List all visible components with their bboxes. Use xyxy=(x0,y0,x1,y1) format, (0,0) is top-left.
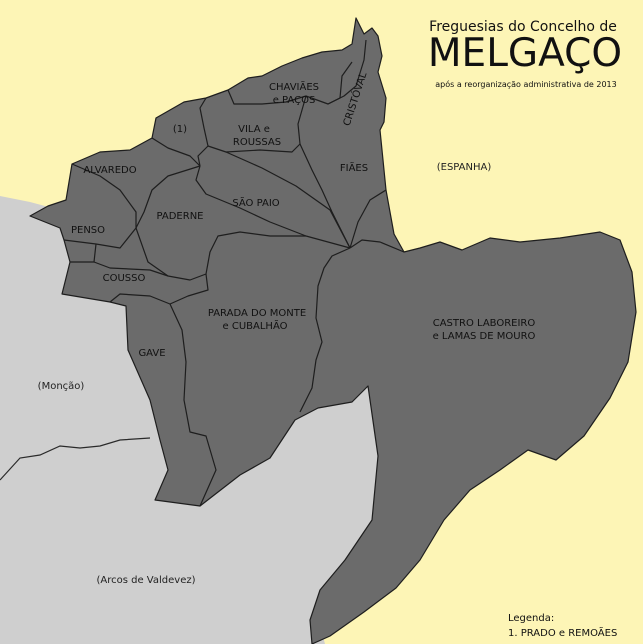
castro-label-2: e LAMAS DE MOURO xyxy=(433,331,536,342)
border-one-east xyxy=(197,97,209,167)
border-sao-paio-north xyxy=(225,151,351,249)
penso-label: PENSO xyxy=(71,225,105,236)
moncao-arcos-border xyxy=(0,437,151,481)
paderne-label: PADERNE xyxy=(157,211,204,222)
moncao-label: (Monção) xyxy=(38,381,85,392)
gave-label: GAVE xyxy=(138,348,165,359)
chaviaes-label-1: CHAVIÃES xyxy=(269,80,319,93)
border-cousso-north xyxy=(93,261,169,277)
castro-label-1: CASTRO LABOREIRO xyxy=(433,318,536,329)
cousso-label: COUSSO xyxy=(103,273,146,284)
chaviaes-label-2: e PAÇOS xyxy=(273,95,316,106)
fiaes-label: FIÃES xyxy=(340,161,368,174)
legend-item: 1. PRADO e REMOÃES xyxy=(508,626,617,639)
arcos-label: (Arcos de Valdevez) xyxy=(96,575,195,586)
one-label: (1) xyxy=(173,124,187,135)
sao-paio-label: SÃO PAIO xyxy=(232,196,279,209)
title-line3: após a reorganização administrativa de 2… xyxy=(435,79,616,89)
border-cristoval xyxy=(327,39,367,105)
legend-heading: Legenda: xyxy=(508,613,554,624)
border-penso-south xyxy=(63,227,137,249)
portugal-territory xyxy=(0,196,378,644)
municipality-area xyxy=(29,17,637,644)
border-castro-north xyxy=(349,239,405,253)
border-one-south xyxy=(151,137,201,167)
title-line2: MELGAÇO xyxy=(428,31,622,76)
parada-label-1: PARADA DO MONTE xyxy=(208,308,306,319)
border-paderne-south xyxy=(135,227,306,281)
border-fiaes-east xyxy=(349,189,387,249)
border-alvaredo-paderne xyxy=(135,165,201,229)
border-castro-west xyxy=(299,247,351,413)
spain-label: (ESPANHA) xyxy=(437,162,492,173)
title-line1: Freguesias do Concelho de xyxy=(429,19,617,35)
vila-label-1: VILA e xyxy=(238,124,270,135)
border-gave-parada xyxy=(169,303,217,507)
vila-label-2: ROUSSAS xyxy=(233,137,281,148)
border-alvaredo-penso xyxy=(71,163,137,228)
alvaredo-label: ALVAREDO xyxy=(83,165,136,176)
parada-label-2: e CUBALHÃO xyxy=(223,319,288,332)
